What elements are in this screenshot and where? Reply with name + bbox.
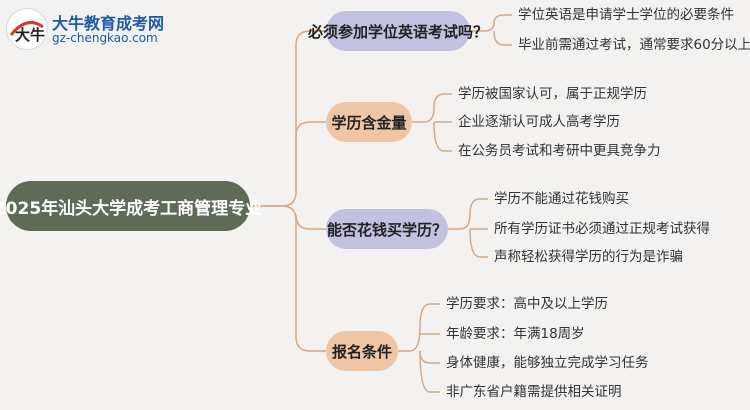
connector-root-branch-3 — [250, 205, 326, 230]
connector-b2-leaf-1 — [412, 93, 452, 123]
leaf-b4-4: 非广东省户籍需提供相关证明 — [446, 384, 622, 400]
connector-b1-leaf-1 — [470, 14, 512, 32]
logo-mark-icon: 大牛 — [6, 8, 48, 50]
connector-b4-leaf-1 — [398, 303, 440, 352]
connector-b4-leaf-4 — [419, 350, 440, 393]
leaf-b4-1: 学历要求：高中及以上学历 — [446, 296, 608, 312]
leaf-b1-1: 学位英语是申请学士学位的必要条件 — [518, 7, 734, 23]
leaf-b3-2: 所有学历证书必须通过正规考试获得 — [494, 221, 710, 237]
connector-root-branch-4 — [295, 220, 326, 352]
connector-b4-leaf-3 — [419, 350, 440, 364]
logo-url: gz-chengkao.com — [52, 31, 158, 45]
leaf-b3-1: 学历不能通过花钱购买 — [494, 191, 629, 207]
logo-mark-text: 大牛 — [15, 26, 45, 44]
leaf-b4-2: 年龄要求：年满18周岁 — [446, 326, 585, 342]
leaf-b2-2: 企业逐渐认可成人高考学历 — [458, 114, 620, 130]
connector-root-branch-2 — [295, 121, 326, 192]
logo-brand-name: 大牛教育成考网 — [52, 14, 165, 33]
branch-degree-english: 必须参加学位英语考试吗？ — [308, 11, 488, 51]
leaf-b4-3: 身体健康，能够独立完成学习任务 — [446, 355, 649, 371]
branch-diploma-value: 学历含金量 — [326, 102, 412, 142]
connector-b3-leaf-1 — [448, 198, 488, 230]
root-node: 2025年汕头大学成考工商管理专业 — [0, 181, 262, 231]
branch-buy-diploma: 能否花钱买学历？ — [326, 209, 448, 249]
leaf-b1-2: 毕业前需通过考试，通常要求60分以上 — [518, 37, 750, 53]
leaf-b2-3: 在公务员考试和考研中更具竞争力 — [458, 143, 661, 159]
branch-requirements: 报名条件 — [326, 331, 398, 371]
leaf-b3-3: 声称轻松获得学历的行为是诈骗 — [494, 249, 683, 265]
connector-b3-leaf-3 — [469, 228, 488, 258]
site-logo[interactable]: 大牛 大牛教育成考网 gz-chengkao.com — [6, 8, 186, 50]
connector-b2-leaf-3 — [433, 121, 452, 152]
leaf-b2-1: 学历被国家认可，属于正规学历 — [458, 86, 647, 102]
connector-b1-leaf-2 — [493, 30, 512, 46]
connector-root-branch-1 — [250, 30, 326, 207]
